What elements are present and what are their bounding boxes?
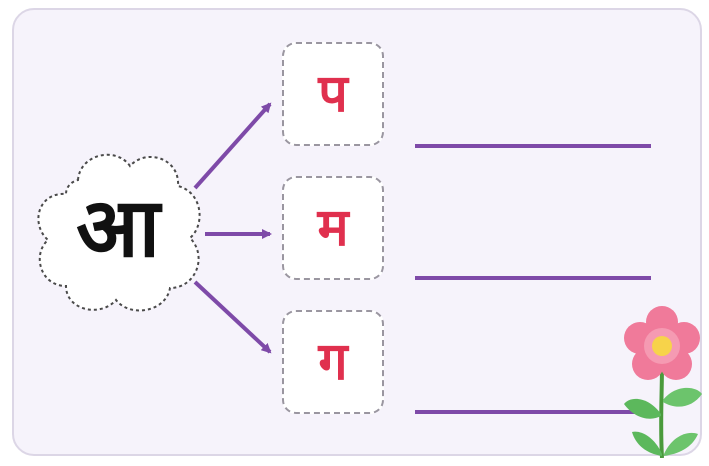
cloud-shape (37, 153, 201, 312)
letter-box-1: प (282, 42, 384, 146)
letter-box-2: म (282, 176, 384, 280)
cropped-next-line (0, 449, 320, 466)
letter-2: म (317, 198, 349, 258)
answer-line-1[interactable] (415, 144, 651, 148)
letter-box-3: ग (282, 310, 384, 414)
letter-1: प (318, 64, 348, 124)
center-letter: आ (76, 181, 160, 276)
answer-line-2[interactable] (415, 276, 651, 280)
flower-icon (624, 306, 702, 458)
answer-line-3[interactable] (415, 410, 651, 414)
letter-3: ग (318, 332, 348, 392)
